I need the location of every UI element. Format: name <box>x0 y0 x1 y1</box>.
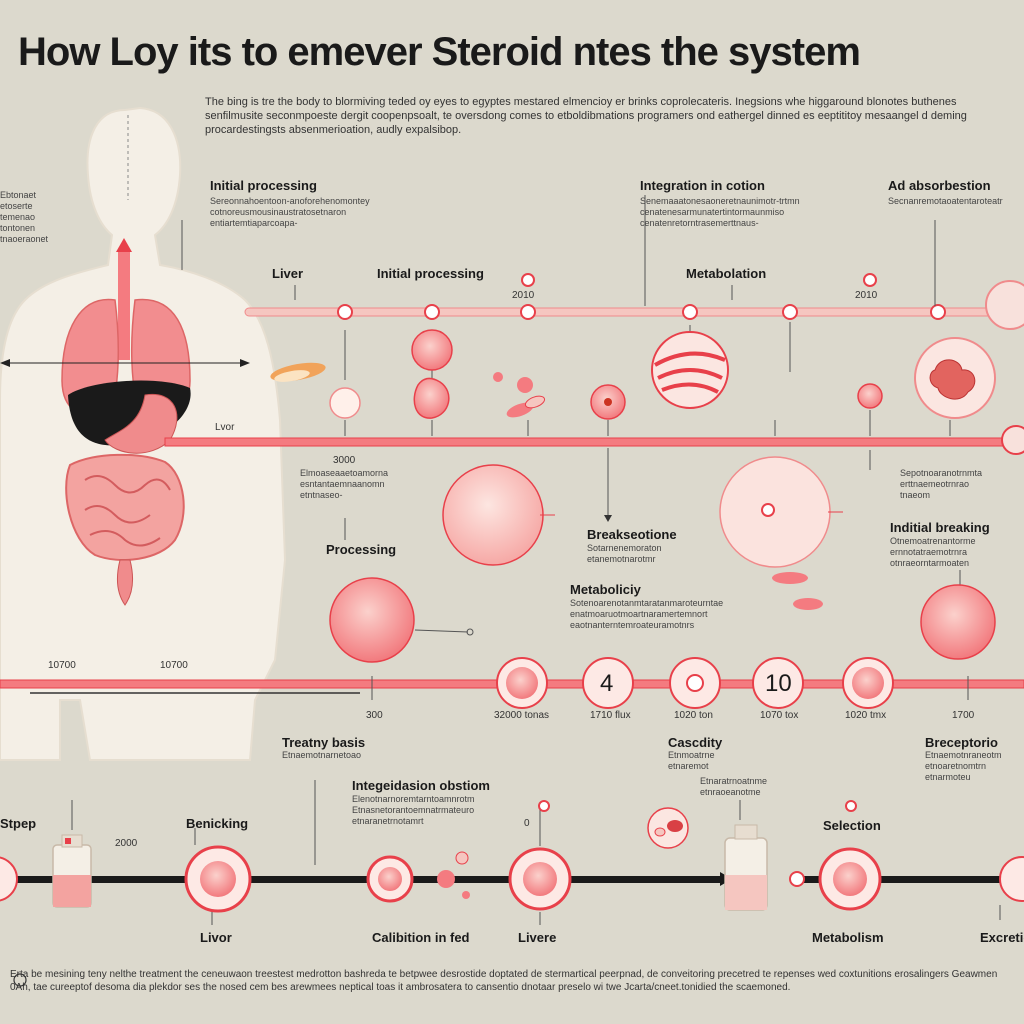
label-metabolicity: Metaboliciy <box>570 582 641 597</box>
bottle-icon-2 <box>724 824 768 911</box>
number-n10: 2000 <box>115 838 138 849</box>
note-transfer: Etnaemotnarnetoao <box>282 750 362 760</box>
arrow-up-icon <box>116 238 132 252</box>
number-n11: 0 <box>524 818 530 829</box>
label-selection: Selection <box>823 818 881 833</box>
number-n9: 300 <box>366 710 383 721</box>
number-n5: 10700 <box>160 660 188 671</box>
human-body-figure <box>0 106 287 761</box>
bottle-icon <box>52 834 92 908</box>
intestines <box>65 453 185 561</box>
bottom-flow <box>0 780 1024 987</box>
label-reception: Breceptorio <box>925 735 998 750</box>
number-n8: 1700 <box>952 710 975 721</box>
label-initial-processing: Initial processing <box>210 178 317 193</box>
number-bottom-3: 1710 flux <box>590 710 631 721</box>
number-liver-left: Lvor <box>215 422 235 433</box>
pill-icon <box>270 362 326 382</box>
cells-row-upper <box>329 329 996 420</box>
note-absorption: Secnanremotaoatentaroteatr <box>888 196 1003 206</box>
number-n1: 2010 <box>512 290 535 301</box>
label-processing: Processing <box>326 542 397 557</box>
label-stage: Stpep <box>0 816 37 831</box>
stomach-organ <box>104 393 178 454</box>
label-initial-breaking: Inditial breaking <box>890 520 990 535</box>
label-initial-processing-2: Initial processing <box>377 266 484 281</box>
label-integration-obstacle: Integeidasion obstiom <box>352 778 490 793</box>
label-excretion: Excretion <box>980 930 1024 945</box>
label-absorption: Ad absorbestion <box>888 178 991 193</box>
stage-number-4: 4 <box>600 670 614 697</box>
label-liver-bottom-1: Livor <box>200 930 232 945</box>
label-metabolism-top: Metabolation <box>686 266 767 281</box>
lower-timeline <box>0 657 1024 709</box>
number-bottom-4: 1020 ton <box>674 710 713 721</box>
top-timeline <box>181 195 1024 330</box>
label-metabolism-bottom: Metabolism <box>812 930 884 945</box>
label-breakdown: Breakseotione <box>587 527 677 542</box>
trachea <box>118 250 130 360</box>
label-liver-bottom-2: Livere <box>518 930 557 945</box>
label-liver-top: Liver <box>272 266 304 281</box>
intro-paragraph: The bing is tre the body to blormiving t… <box>205 96 967 136</box>
number-n4: 10700 <box>48 660 76 671</box>
label-integration: Integration in cotion <box>640 178 765 193</box>
cells-row-middle <box>329 456 996 663</box>
number-bottom-6: 1020 tmx <box>845 710 887 721</box>
label-transfer: Treatny basis <box>282 735 366 750</box>
page-title: How Loy its to emever Steroid ntes the s… <box>18 30 861 74</box>
footer-text: Erta be mesining teny nelthe treatment t… <box>10 969 998 993</box>
number-n2: 2010 <box>855 290 878 301</box>
label-bending: Benicking <box>186 816 249 831</box>
number-bottom-2: 32000 tonas <box>494 710 550 721</box>
number-bottom-5: 1070 tox <box>760 710 799 721</box>
stage-number-10: 10 <box>765 670 792 697</box>
label-cascade: Cascdity <box>668 735 723 750</box>
label-calibration: Calibition in fed <box>372 930 470 945</box>
number-n3: 3000 <box>333 455 356 466</box>
